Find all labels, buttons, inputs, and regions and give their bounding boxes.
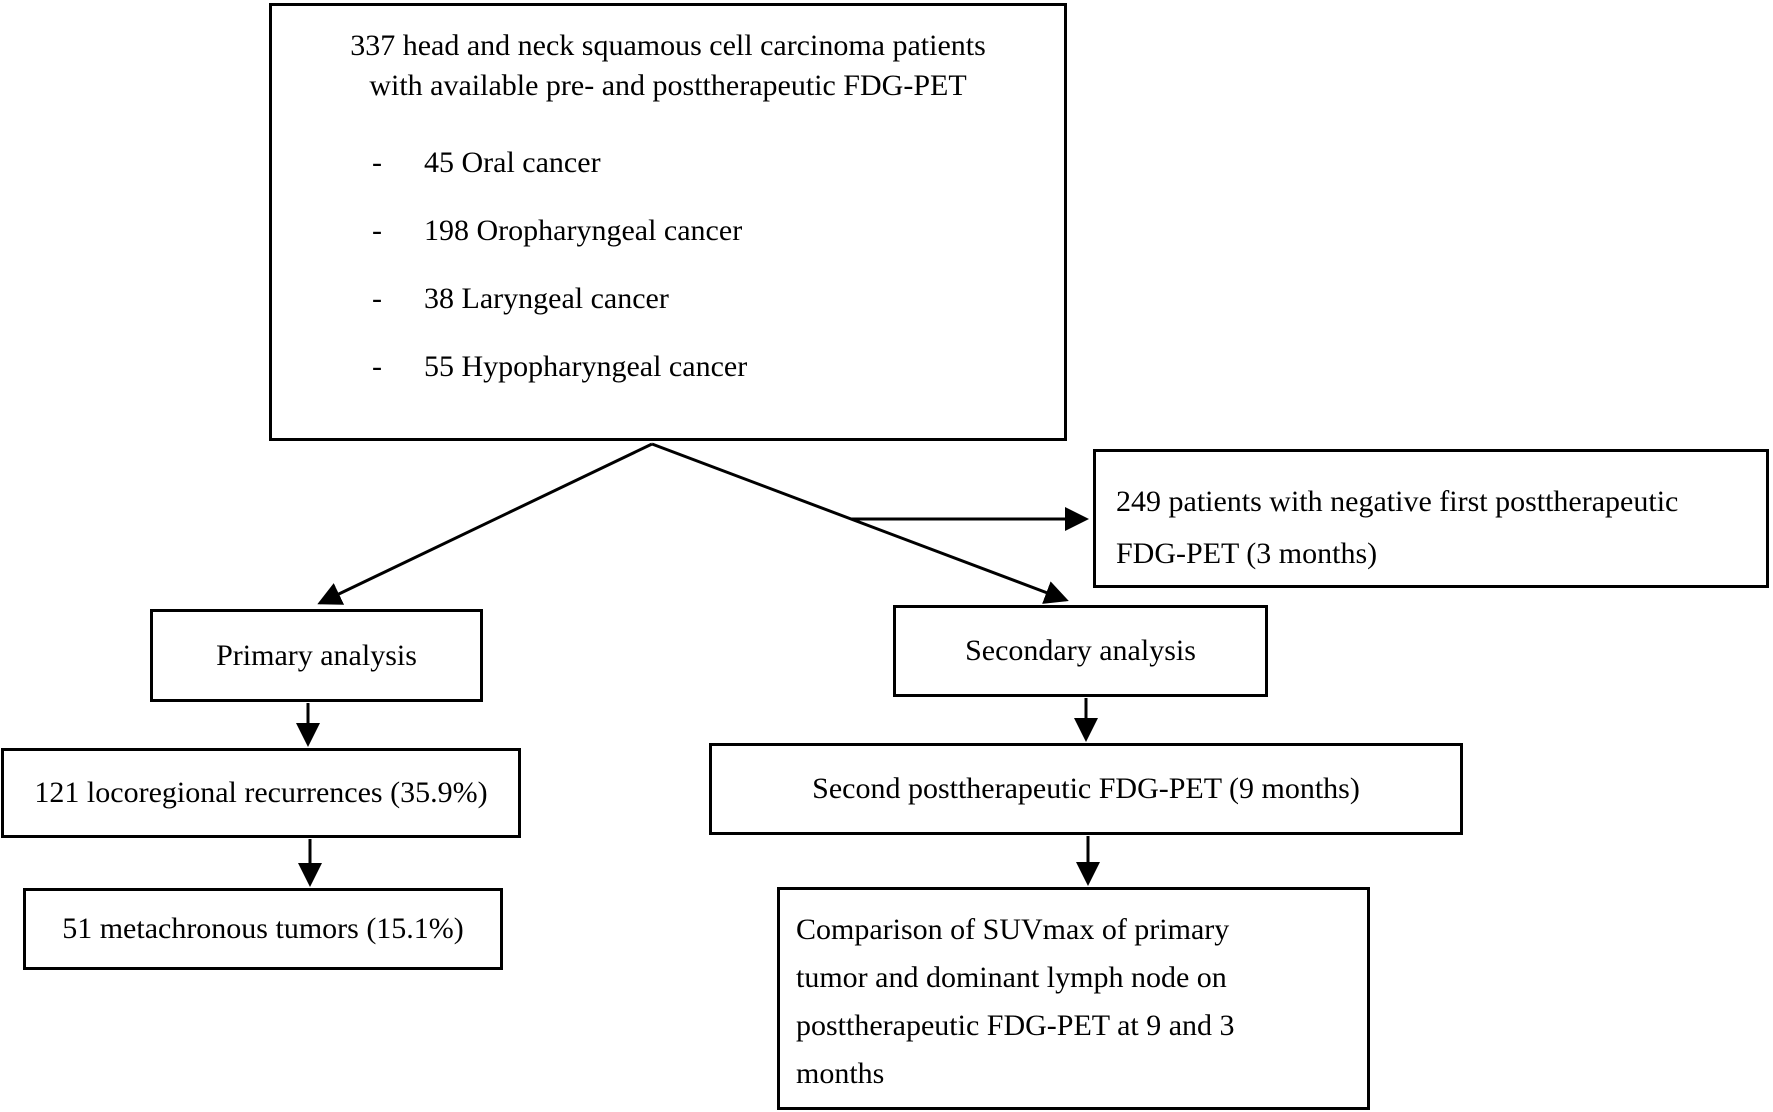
second-pet-label: Second posttherapeutic FDG-PET (9 months… — [812, 772, 1360, 805]
node-primary-analysis: Primary analysis — [150, 609, 483, 702]
secondary-analysis-label: Secondary analysis — [965, 634, 1196, 667]
list-item: - 198 Oropharyngeal cancer — [372, 216, 1064, 246]
list-item-label: 198 Oropharyngeal cancer — [424, 214, 743, 247]
node-comparison: Comparison of SUVmax of primary tumor an… — [777, 887, 1370, 1110]
dash-bullet: - — [372, 282, 382, 315]
recurrences-label: 121 locoregional recurrences (35.9%) — [34, 776, 488, 809]
node-recurrences: 121 locoregional recurrences (35.9%) — [1, 748, 521, 838]
cohort-heading-line-1: 337 head and neck squamous cell carcinom… — [350, 29, 986, 62]
edge-cohort-secondary — [651, 442, 1069, 604]
node-secondary-analysis: Secondary analysis — [893, 605, 1268, 697]
list-item: - 55 Hypopharyngeal cancer — [372, 352, 1064, 382]
metachronous-label: 51 metachronous tumors (15.1%) — [62, 912, 464, 945]
cohort-subsite-list: - 45 Oral cancer - 198 Oropharyngeal can… — [272, 148, 1064, 382]
dash-bullet: - — [372, 146, 382, 179]
edge-cohort-primary — [317, 442, 653, 605]
list-item-label: 55 Hypopharyngeal cancer — [424, 350, 748, 383]
primary-analysis-label: Primary analysis — [216, 638, 417, 672]
list-item-label: 38 Laryngeal cancer — [424, 282, 669, 315]
list-item: - 45 Oral cancer — [372, 148, 1064, 178]
comparison-line-2: tumor and dominant lymph node on — [796, 961, 1227, 994]
node-cohort: 337 head and neck squamous cell carcinom… — [269, 3, 1067, 441]
node-negative-pet: 249 patients with negative first postthe… — [1093, 449, 1769, 588]
node-second-pet: Second posttherapeutic FDG-PET (9 months… — [709, 743, 1463, 835]
list-item: - 38 Laryngeal cancer — [372, 284, 1064, 314]
negative-pet-line-1: 249 patients with negative first postthe… — [1116, 485, 1679, 518]
dash-bullet: - — [372, 214, 382, 247]
comparison-line-4: months — [796, 1057, 885, 1090]
cohort-heading-line-2: with available pre- and posttherapeutic … — [369, 69, 967, 102]
node-metachronous: 51 metachronous tumors (15.1%) — [23, 888, 503, 970]
comparison-line-1: Comparison of SUVmax of primary — [796, 913, 1230, 946]
negative-pet-line-2: FDG-PET (3 months) — [1116, 537, 1378, 570]
cohort-heading: 337 head and neck squamous cell carcinom… — [272, 6, 1064, 106]
comparison-line-3: posttherapeutic FDG-PET at 9 and 3 — [796, 1009, 1235, 1042]
dash-bullet: - — [372, 350, 382, 383]
list-item-label: 45 Oral cancer — [424, 146, 601, 179]
